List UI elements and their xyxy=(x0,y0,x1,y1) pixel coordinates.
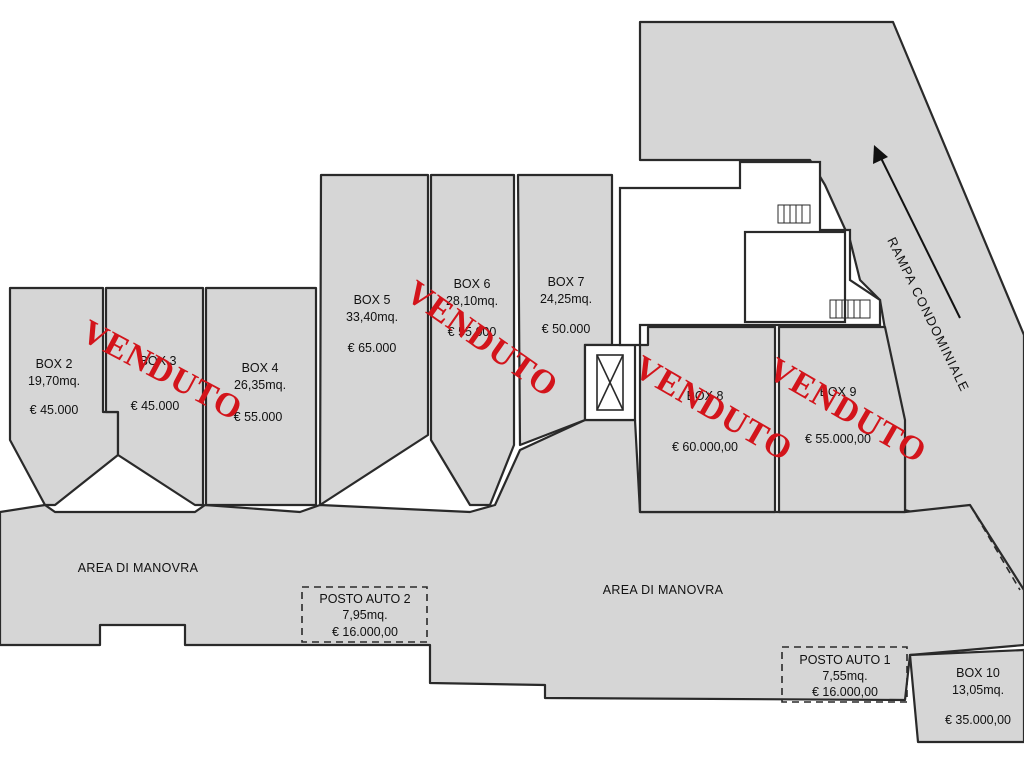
box-6-area: 28,10mq. xyxy=(446,294,498,308)
manoeuvre-area xyxy=(0,418,1024,702)
box-4-label: BOX 4 26,35mq. € 55.000 xyxy=(234,361,286,424)
box-4-price: € 55.000 xyxy=(234,410,283,424)
box-5-label: BOX 5 33,40mq. € 65.000 xyxy=(346,293,398,355)
posto-auto-2-price: € 16.000,00 xyxy=(332,625,398,639)
box-3[interactable] xyxy=(104,286,205,507)
box-10-area: 13,05mq. xyxy=(952,683,1004,697)
box-5-area: 33,40mq. xyxy=(346,310,398,324)
posto-auto-2-area: 7,95mq. xyxy=(342,608,387,622)
box-4[interactable] xyxy=(204,286,318,507)
manoeuvre-area-label-left: AREA DI MANOVRA xyxy=(78,561,199,575)
posto-auto-2-name: POSTO AUTO 2 xyxy=(319,592,410,606)
lift-cabin xyxy=(596,354,624,411)
box-3-label: BOX 3 € 45.000 xyxy=(131,354,180,413)
posto-auto-2-label: POSTO AUTO 2 7,95mq. € 16.000,00 xyxy=(319,592,410,639)
box-6-name: BOX 6 xyxy=(454,277,491,291)
box-7-area: 24,25mq. xyxy=(540,292,592,306)
box-9[interactable] xyxy=(777,325,907,514)
box-2-price: € 45.000 xyxy=(30,403,79,417)
box-5[interactable] xyxy=(318,173,430,507)
box-6-label: BOX 6 28,10mq. € 55.000 xyxy=(446,277,498,339)
box-7-price: € 50.000 xyxy=(542,322,591,336)
posto-auto-1-price: € 16.000,00 xyxy=(812,685,878,699)
box-7-label: BOX 7 24,25mq. € 50.000 xyxy=(540,275,592,336)
box-9-name: BOX 9 xyxy=(820,385,857,399)
box-5-name: BOX 5 xyxy=(354,293,391,307)
box-3-price: € 45.000 xyxy=(131,399,180,413)
box-2-name: BOX 2 xyxy=(36,357,73,371)
box-5-price: € 65.000 xyxy=(348,341,397,355)
manoeuvre-area-label-right: AREA DI MANOVRA xyxy=(603,583,724,597)
stair-core-inner xyxy=(743,230,847,324)
box-8-label: BOX 8 € 60.000,00 xyxy=(672,389,738,454)
box-8[interactable] xyxy=(638,325,777,514)
posto-auto-1-label: POSTO AUTO 1 7,55mq. € 16.000,00 xyxy=(799,653,890,699)
box-9-label: BOX 9 € 55.000,00 xyxy=(805,385,871,446)
box-10-name: BOX 10 xyxy=(956,666,1000,680)
box-9-price: € 55.000,00 xyxy=(805,432,871,446)
ramp-boundary xyxy=(969,504,1021,591)
box-4-area: 26,35mq. xyxy=(234,378,286,392)
posto-auto-1-name: POSTO AUTO 1 xyxy=(799,653,890,667)
box-10[interactable] xyxy=(908,648,1024,744)
box-10-label: BOX 10 13,05mq. € 35.000,00 xyxy=(945,666,1011,727)
box-8-name: BOX 8 xyxy=(687,389,724,403)
posto-auto-2[interactable] xyxy=(301,586,428,643)
posto-auto-1[interactable] xyxy=(781,646,908,703)
ramp-arrow-icon xyxy=(873,145,961,319)
box-7-name: BOX 7 xyxy=(548,275,585,289)
box-2-label: BOX 2 19,70mq. € 45.000 xyxy=(28,357,80,417)
box-3-name: BOX 3 xyxy=(140,354,177,368)
stairs-icon xyxy=(829,299,871,319)
box-10-price: € 35.000,00 xyxy=(945,713,1011,727)
box-4-name: BOX 4 xyxy=(242,361,279,375)
box-6-price: € 55.000 xyxy=(448,325,497,339)
box-8-price: € 60.000,00 xyxy=(672,440,738,454)
box-6[interactable] xyxy=(429,173,516,507)
stairs-icon xyxy=(777,204,811,224)
posto-auto-1-area: 7,55mq. xyxy=(822,669,867,683)
box-2-area: 19,70mq. xyxy=(28,374,80,388)
